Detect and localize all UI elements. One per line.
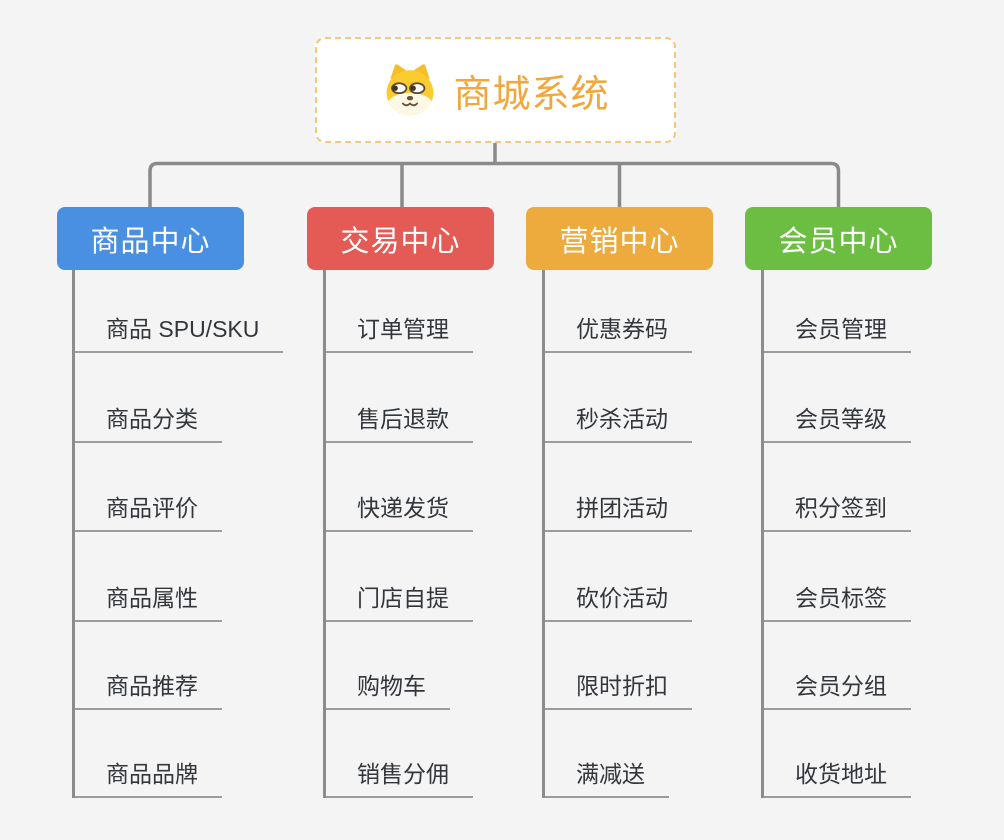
leaf-node[interactable]: 商品分类: [72, 400, 222, 443]
leaf-node[interactable]: 订单管理: [323, 310, 473, 353]
leaf-node[interactable]: 会员标签: [761, 579, 911, 622]
leaf-node[interactable]: 商品属性: [72, 579, 222, 622]
leaf-node[interactable]: 门店自提: [323, 579, 473, 622]
leaf-node[interactable]: 售后退款: [323, 400, 473, 443]
leaf-node[interactable]: 积分签到: [761, 489, 911, 532]
leaf-node[interactable]: 会员分组: [761, 667, 911, 710]
branch-node-label: 交易中心: [340, 225, 461, 258]
root-node-mall-system[interactable]: 商城系统: [315, 37, 676, 143]
leaf-column-product-center: 商品 SPU/SKU 商品分类 商品评价 商品属性 商品推荐 商品品牌: [72, 270, 284, 798]
leaf-node[interactable]: 收货地址: [761, 755, 911, 798]
branch-node-product-center[interactable]: 商品中心: [57, 207, 244, 270]
leaf-column-marketing-center: 优惠券码 秒杀活动 拼团活动 砍价活动 限时折扣 满减送: [542, 270, 692, 798]
leaf-node[interactable]: 会员等级: [761, 400, 911, 443]
branch-node-member-center[interactable]: 会员中心: [745, 207, 932, 270]
root-node-label: 商城系统: [453, 73, 610, 116]
leaf-node[interactable]: 优惠券码: [542, 310, 692, 353]
leaf-node[interactable]: 秒杀活动: [542, 400, 692, 443]
leaf-node[interactable]: 购物车: [323, 667, 450, 710]
leaf-column-trade-center: 订单管理 售后退款 快递发货 门店自提 购物车 销售分佣: [323, 270, 473, 798]
branch-node-label: 会员中心: [778, 225, 899, 258]
leaf-node[interactable]: 商品品牌: [72, 755, 222, 798]
leaf-node[interactable]: 商品评价: [72, 489, 222, 532]
leaf-node[interactable]: 砍价活动: [542, 579, 692, 622]
branch-node-trade-center[interactable]: 交易中心: [307, 207, 494, 270]
leaf-column-member-center: 会员管理 会员等级 积分签到 会员标签 会员分组 收货地址: [761, 270, 911, 798]
leaf-node[interactable]: 会员管理: [761, 310, 911, 353]
leaf-node[interactable]: 满减送: [542, 755, 669, 798]
branch-node-marketing-center[interactable]: 营销中心: [526, 207, 713, 270]
leaf-node[interactable]: 拼团活动: [542, 489, 692, 532]
leaf-node[interactable]: 商品 SPU/SKU: [72, 310, 284, 353]
leaf-node[interactable]: 销售分佣: [323, 755, 473, 798]
branch-node-label: 商品中心: [90, 225, 211, 258]
leaf-node[interactable]: 快递发货: [323, 489, 473, 532]
leaf-node[interactable]: 限时折扣: [542, 667, 692, 710]
shiba-dog-icon: [381, 63, 439, 117]
branch-node-label: 营销中心: [559, 225, 680, 258]
leaf-node[interactable]: 商品推荐: [72, 667, 222, 710]
